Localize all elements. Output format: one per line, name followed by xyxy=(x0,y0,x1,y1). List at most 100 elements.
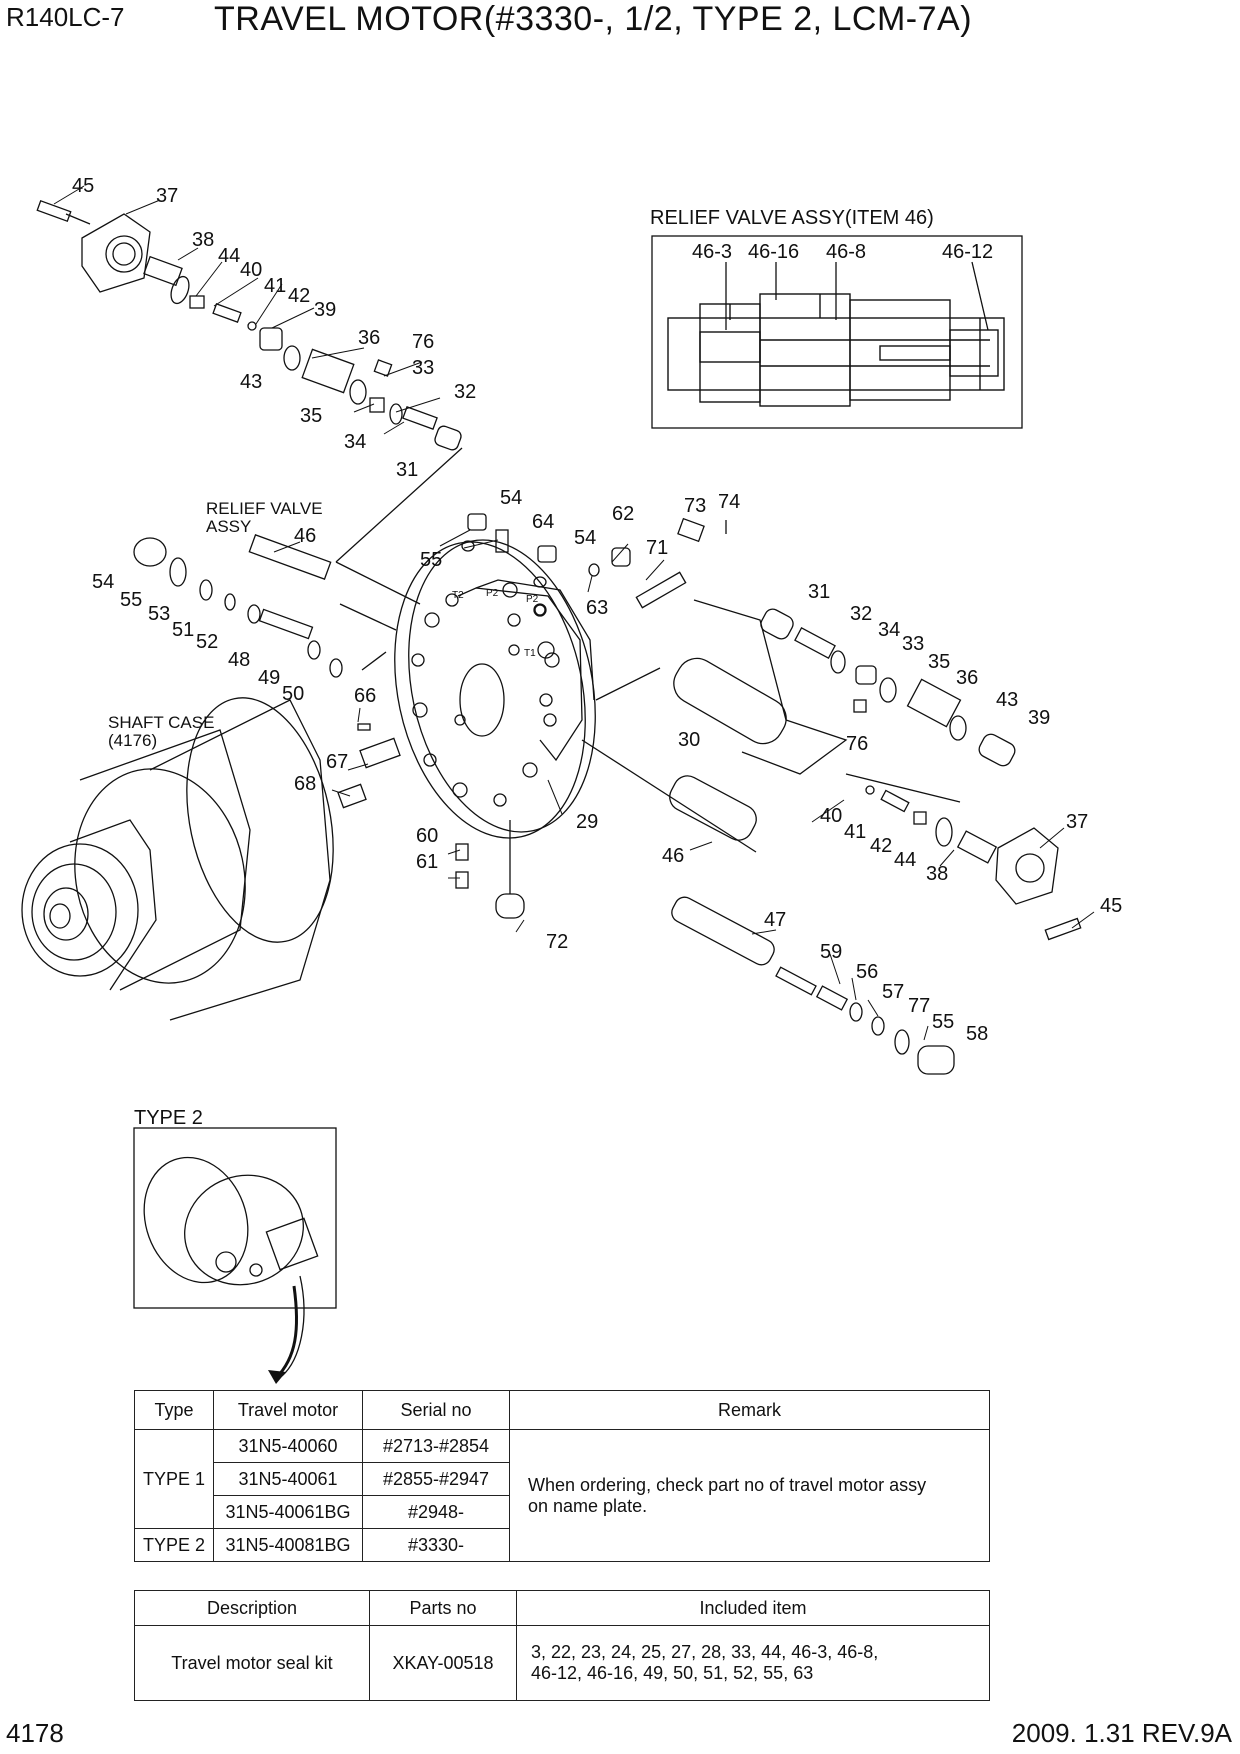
serial-cell: #2855-#2947 xyxy=(362,1462,510,1496)
port-label-t1: T1 xyxy=(524,648,536,659)
callout-61: 61 xyxy=(416,851,438,873)
callout-33: 33 xyxy=(902,633,924,655)
table-row: TYPE 2 31N5-40081BG #3330- xyxy=(134,1528,990,1562)
callout-55: 55 xyxy=(932,1011,954,1033)
header-included-item: Included item xyxy=(516,1590,990,1626)
header-serial-no: Serial no xyxy=(362,1390,510,1430)
port-label-t2: T2 xyxy=(452,590,464,601)
header-type: Type xyxy=(134,1390,214,1430)
page-title: TRAVEL MOTOR(#3330-, 1/2, TYPE 2, LCM-7A… xyxy=(214,0,973,38)
callout-35: 35 xyxy=(300,405,322,427)
seal-kit-table: Description Parts no Included item Trave… xyxy=(134,1590,990,1701)
upper-left-parts xyxy=(36,199,463,605)
callout-31: 31 xyxy=(808,581,830,603)
callout-53: 53 xyxy=(148,603,170,625)
callout-54: 54 xyxy=(92,571,114,593)
callout-54: 54 xyxy=(574,527,596,549)
callout-46: 46 xyxy=(662,845,684,867)
callout-38: 38 xyxy=(926,863,948,885)
shaft-case-label-1: SHAFT CASE xyxy=(108,713,214,732)
callout-63: 63 xyxy=(586,597,608,619)
callout-56: 56 xyxy=(856,961,878,983)
shaft-case-label-2: (4176) xyxy=(108,731,157,750)
table-row: 31N5-40061 #2855-#2947 xyxy=(135,1462,990,1496)
callout-33: 33 xyxy=(412,357,434,379)
manifold-block xyxy=(457,579,757,853)
callout-74: 74 xyxy=(718,491,740,513)
included-line-1: 3, 22, 23, 24, 25, 27, 28, 33, 44, 46-3,… xyxy=(531,1642,879,1662)
page-number: 4178 xyxy=(6,1718,64,1748)
motor-cell: 31N5-40061 xyxy=(213,1462,363,1496)
relief-callout-46-12: 46-12 xyxy=(942,241,993,263)
callout-43: 43 xyxy=(240,371,262,393)
motor-cell: 31N5-40060 xyxy=(213,1429,363,1463)
callout-49: 49 xyxy=(258,667,280,689)
callout-77: 77 xyxy=(908,995,930,1017)
type2-motor-sketch xyxy=(143,1156,319,1377)
callout-32: 32 xyxy=(850,603,872,625)
callout-52: 52 xyxy=(196,631,218,653)
header-travel-motor: Travel motor xyxy=(213,1390,363,1430)
callout-55: 55 xyxy=(420,549,442,571)
relief-callout-46-3: 46-3 xyxy=(692,241,732,263)
callout-40: 40 xyxy=(240,259,262,281)
callout-34: 34 xyxy=(344,431,366,453)
serial-cell: #2713-#2854 xyxy=(362,1429,510,1463)
callout-31: 31 xyxy=(396,459,418,481)
serial-cell: #3330- xyxy=(362,1528,510,1562)
callout-36: 36 xyxy=(956,667,978,689)
port-label-p2-b: P2 xyxy=(526,594,539,605)
header-remark: Remark xyxy=(509,1390,990,1430)
type2-inset-frame xyxy=(133,1127,337,1309)
callout-45: 45 xyxy=(72,175,94,197)
callout-68: 68 xyxy=(294,773,316,795)
callout-71: 71 xyxy=(646,537,668,559)
included-line-2: 46-12, 46-16, 49, 50, 51, 52, 55, 63 xyxy=(531,1663,814,1683)
callout-45: 45 xyxy=(1100,895,1122,917)
parts-no-cell: XKAY-00518 xyxy=(369,1625,517,1701)
callout-72: 72 xyxy=(546,931,568,953)
remark-line-2: on name plate. xyxy=(528,1495,648,1516)
callout-30: 30 xyxy=(678,729,700,751)
callout-38: 38 xyxy=(192,229,214,251)
callout-51: 51 xyxy=(172,619,194,641)
callout-42: 42 xyxy=(870,835,892,857)
callout-35: 35 xyxy=(928,651,950,673)
table-row: Travel motor seal kit XKAY-00518 3, 22, … xyxy=(134,1625,990,1701)
inset-arrow xyxy=(274,1285,299,1380)
remark-cell: When ordering, check part no of travel m… xyxy=(509,1429,990,1562)
callout-59: 59 xyxy=(820,941,842,963)
callout-36: 36 xyxy=(358,327,380,349)
revision-date: 2009. 1.31 REV.9A xyxy=(1011,1718,1232,1748)
valve-plate xyxy=(394,539,596,839)
leader-lines xyxy=(53,185,1095,1041)
callout-41: 41 xyxy=(264,275,286,297)
callout-73: 73 xyxy=(684,495,706,517)
included-item-cell: 3, 22, 23, 24, 25, 27, 28, 33, 44, 46-3,… xyxy=(516,1625,990,1701)
serial-cell: #2948- xyxy=(362,1495,510,1529)
callout-41: 41 xyxy=(844,821,866,843)
callout-66: 66 xyxy=(354,685,376,707)
callout-57: 57 xyxy=(882,981,904,1003)
relief-valve-section xyxy=(667,293,1005,407)
callout-46: 46 xyxy=(294,525,316,547)
type-cell: TYPE 2 xyxy=(134,1528,214,1562)
callout-43: 43 xyxy=(996,689,1018,711)
callout-44: 44 xyxy=(218,245,240,267)
callout-44: 44 xyxy=(894,849,916,871)
callout-76: 76 xyxy=(846,733,868,755)
callout-29: 29 xyxy=(576,811,598,833)
callout-64: 64 xyxy=(532,511,554,533)
callout-39: 39 xyxy=(314,299,336,321)
callout-48: 48 xyxy=(228,649,250,671)
callout-34: 34 xyxy=(878,619,900,641)
type2-inset-label: TYPE 2 xyxy=(134,1107,203,1129)
relief-box-title: RELIEF VALVE ASSY(ITEM 46) xyxy=(650,207,934,229)
header-description: Description xyxy=(134,1590,370,1626)
callout-76: 76 xyxy=(412,331,434,353)
header-parts-no: Parts no xyxy=(369,1590,517,1626)
callout-39: 39 xyxy=(1028,707,1050,729)
remark-line-1: When ordering, check part no of travel m… xyxy=(528,1474,927,1495)
callout-40: 40 xyxy=(820,805,842,827)
left-side-parts xyxy=(133,534,397,678)
